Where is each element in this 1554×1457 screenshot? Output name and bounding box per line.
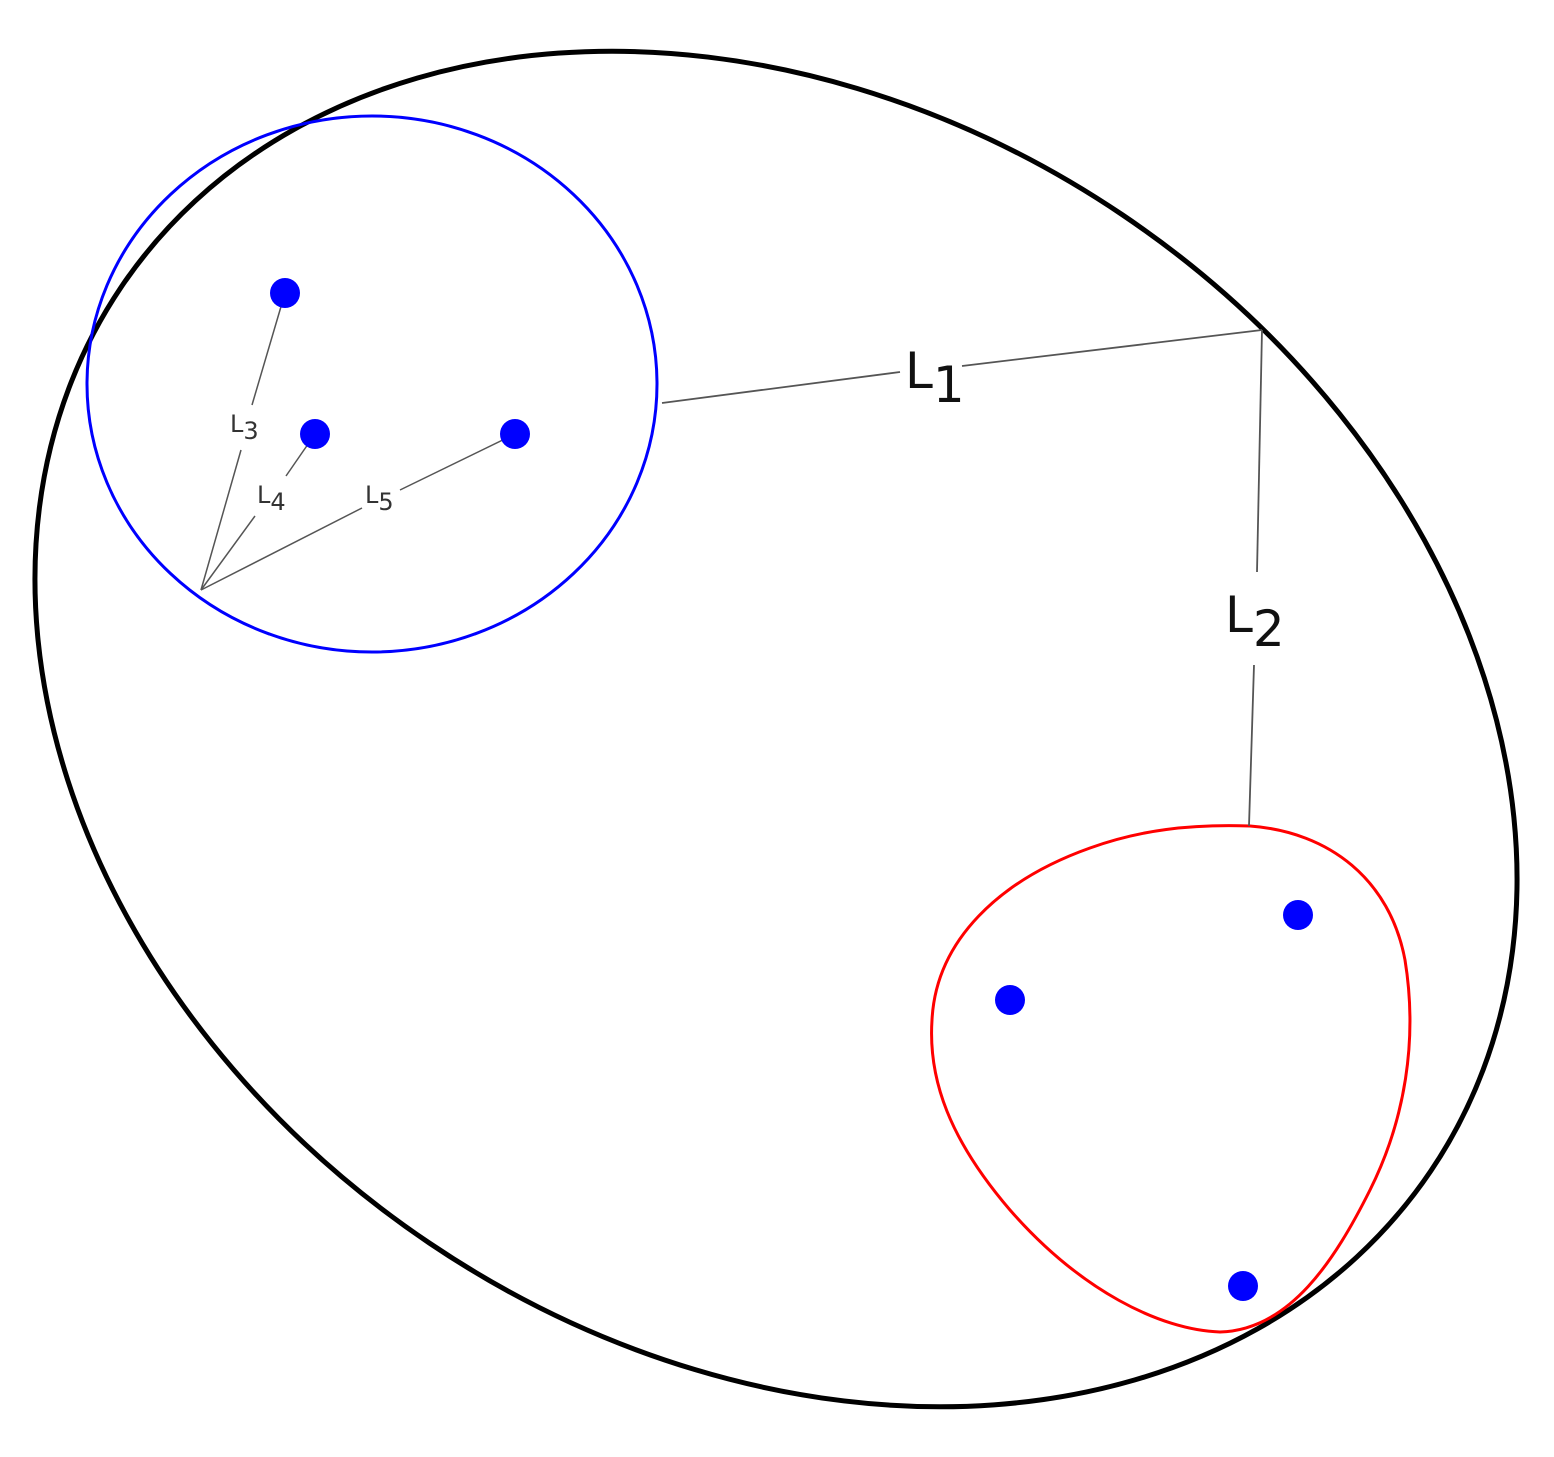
data-point bbox=[270, 278, 300, 308]
distance-line-l1-left bbox=[661, 371, 901, 404]
distance-line-l4-lower bbox=[200, 515, 256, 591]
data-point bbox=[300, 419, 330, 449]
distance-line-l3-upper bbox=[251, 292, 286, 406]
data-point bbox=[1228, 1271, 1258, 1301]
data-point bbox=[500, 419, 530, 449]
data-point bbox=[1283, 900, 1313, 930]
data-point bbox=[995, 985, 1025, 1015]
label-l2: L2 bbox=[1225, 586, 1285, 658]
distance-line-l2-bottom bbox=[1248, 664, 1255, 827]
distance-line-l5-lower bbox=[200, 507, 363, 591]
label-l5: L5 bbox=[365, 481, 394, 516]
label-l3: L3 bbox=[230, 410, 259, 445]
label-l4: L4 bbox=[257, 481, 286, 516]
distance-line-l5-upper bbox=[399, 433, 516, 491]
label-l1: L1 bbox=[905, 342, 965, 414]
distance-line-l3-lower bbox=[200, 449, 242, 591]
distance-line-l1-right bbox=[961, 329, 1263, 367]
blue-cluster-boundary bbox=[85, 114, 659, 654]
distance-line-l2-top bbox=[1256, 329, 1263, 573]
red-cluster-boundary bbox=[930, 824, 1412, 1334]
